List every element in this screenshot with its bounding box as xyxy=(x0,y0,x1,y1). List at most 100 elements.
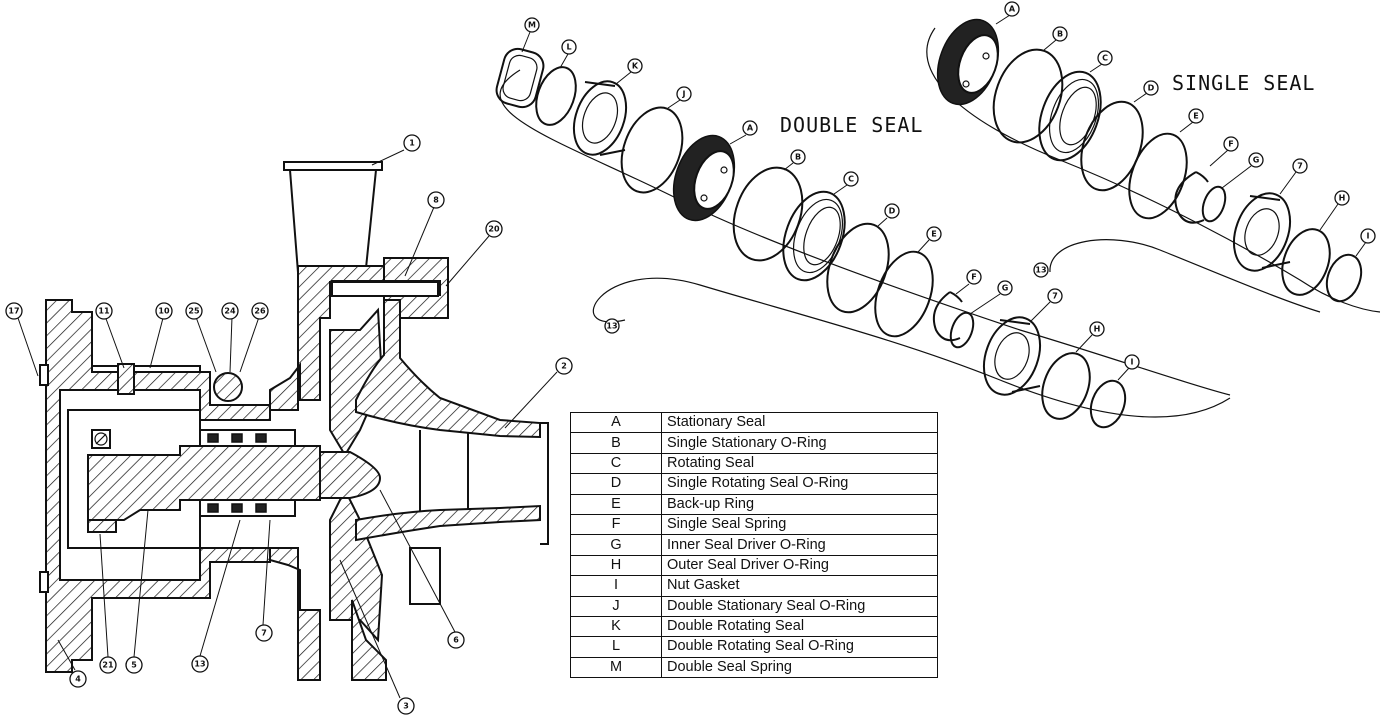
callout: F xyxy=(1223,136,1239,152)
double-oring-g xyxy=(949,311,975,349)
legend-description: Back-up Ring xyxy=(661,493,938,515)
callout: H xyxy=(1089,321,1105,337)
callout: 10 xyxy=(155,302,173,320)
double-spring-m xyxy=(495,47,545,109)
svg-text:C: C xyxy=(848,175,854,184)
callout: 17 xyxy=(5,302,23,320)
leader-lines xyxy=(17,14,1367,699)
discharge-outlet xyxy=(355,299,541,439)
callout: C xyxy=(1097,50,1113,66)
legend-key: B xyxy=(570,432,662,454)
legend-key: J xyxy=(570,595,662,617)
callout: A xyxy=(1004,1,1020,17)
svg-text:B: B xyxy=(1057,30,1063,39)
callout: 13 xyxy=(1033,262,1049,278)
svg-text:E: E xyxy=(1193,112,1198,121)
single-spring-f xyxy=(1174,171,1209,224)
pump-cross-section xyxy=(39,161,549,681)
svg-text:2: 2 xyxy=(561,362,567,371)
callout: C xyxy=(843,171,859,187)
callout: 24 xyxy=(221,302,239,320)
assembly-callouts: 1 2 3 4 5 6 7 8 10 11 13 17 20 21 24 25 … xyxy=(5,134,573,715)
double-seal-callouts: M L K J A B C D E F G 7 H I 13 xyxy=(524,17,1140,370)
legend-key: D xyxy=(570,473,662,495)
legend-description: Single Stationary O-Ring xyxy=(661,432,938,454)
callout: 6 xyxy=(447,631,465,649)
single-oring-h xyxy=(1281,228,1331,296)
single-gasket-i xyxy=(1325,253,1363,303)
svg-text:21: 21 xyxy=(102,661,114,670)
single-oring-b xyxy=(992,48,1064,144)
double-gasket-i xyxy=(1089,379,1127,429)
svg-text:D: D xyxy=(889,207,896,216)
svg-text:25: 25 xyxy=(188,307,200,316)
callout: L xyxy=(561,39,577,55)
legend-description: Double Rotating Seal O-Ring xyxy=(661,636,938,658)
legend-key: C xyxy=(570,452,662,475)
callout: 3 xyxy=(397,697,415,715)
svg-text:J: J xyxy=(682,90,686,99)
svg-text:20: 20 xyxy=(488,225,500,234)
svg-text:L: L xyxy=(566,43,571,52)
pump-casing-lower xyxy=(269,547,321,681)
legend-description: Double Stationary Seal O-Ring xyxy=(661,595,938,617)
svg-text:8: 8 xyxy=(433,196,439,205)
svg-text:13: 13 xyxy=(194,660,205,669)
double-oring-l xyxy=(535,66,577,126)
legend-description: Inner Seal Driver O-Ring xyxy=(661,534,938,556)
legend-description: Stationary Seal xyxy=(661,411,938,434)
svg-text:F: F xyxy=(971,273,976,282)
svg-text:H: H xyxy=(1094,325,1101,334)
legend-description: Single Seal Spring xyxy=(661,513,938,536)
callout: D xyxy=(1143,80,1159,96)
legend-key: L xyxy=(570,636,662,658)
callout: A xyxy=(742,120,758,136)
svg-text:I: I xyxy=(1131,358,1134,367)
svg-text:I: I xyxy=(1367,232,1370,241)
callout: M xyxy=(524,17,540,33)
svg-text:11: 11 xyxy=(98,307,110,316)
legend-description: Nut Gasket xyxy=(661,575,938,597)
double-oring-h xyxy=(1041,352,1091,420)
callout: 8 xyxy=(427,191,445,209)
single-seal-title: SINGLE SEAL xyxy=(1172,71,1315,95)
callout: I xyxy=(1124,354,1140,370)
casing-stud xyxy=(331,281,439,297)
svg-text:17: 17 xyxy=(8,307,19,316)
callout: 21 xyxy=(99,656,117,674)
callout: 7 xyxy=(1292,158,1308,174)
callout: E xyxy=(1188,108,1204,124)
single-seal-callouts: A B C D E F G 7 H I 13 xyxy=(1004,1,1376,278)
callout: 5 xyxy=(125,656,143,674)
double-seal-view: DOUBLE SEAL xyxy=(495,47,1231,429)
callout: 26 xyxy=(251,302,269,320)
callout: B xyxy=(790,149,806,165)
double-seal-title: DOUBLE SEAL xyxy=(780,113,923,137)
legend-key: I xyxy=(570,575,662,597)
callout: G xyxy=(1248,152,1264,168)
callout: 1 xyxy=(403,134,421,152)
single-oring-d xyxy=(1080,100,1144,192)
legend-key: H xyxy=(570,554,662,577)
double-rotating-seal-k xyxy=(572,80,628,156)
callout: 20 xyxy=(485,220,503,238)
single-backup-ring-e xyxy=(1128,132,1188,220)
svg-text:K: K xyxy=(632,62,639,71)
legend-description: Single Rotating Seal O-Ring xyxy=(661,473,938,495)
legend-key: K xyxy=(570,615,662,638)
callout: 13 xyxy=(191,655,209,673)
callout: 11 xyxy=(95,302,113,320)
single-stationary-seal-a xyxy=(936,18,1000,106)
callout: 4 xyxy=(69,670,87,688)
legend-description: Double Seal Spring xyxy=(661,656,938,679)
svg-text:E: E xyxy=(931,230,936,239)
